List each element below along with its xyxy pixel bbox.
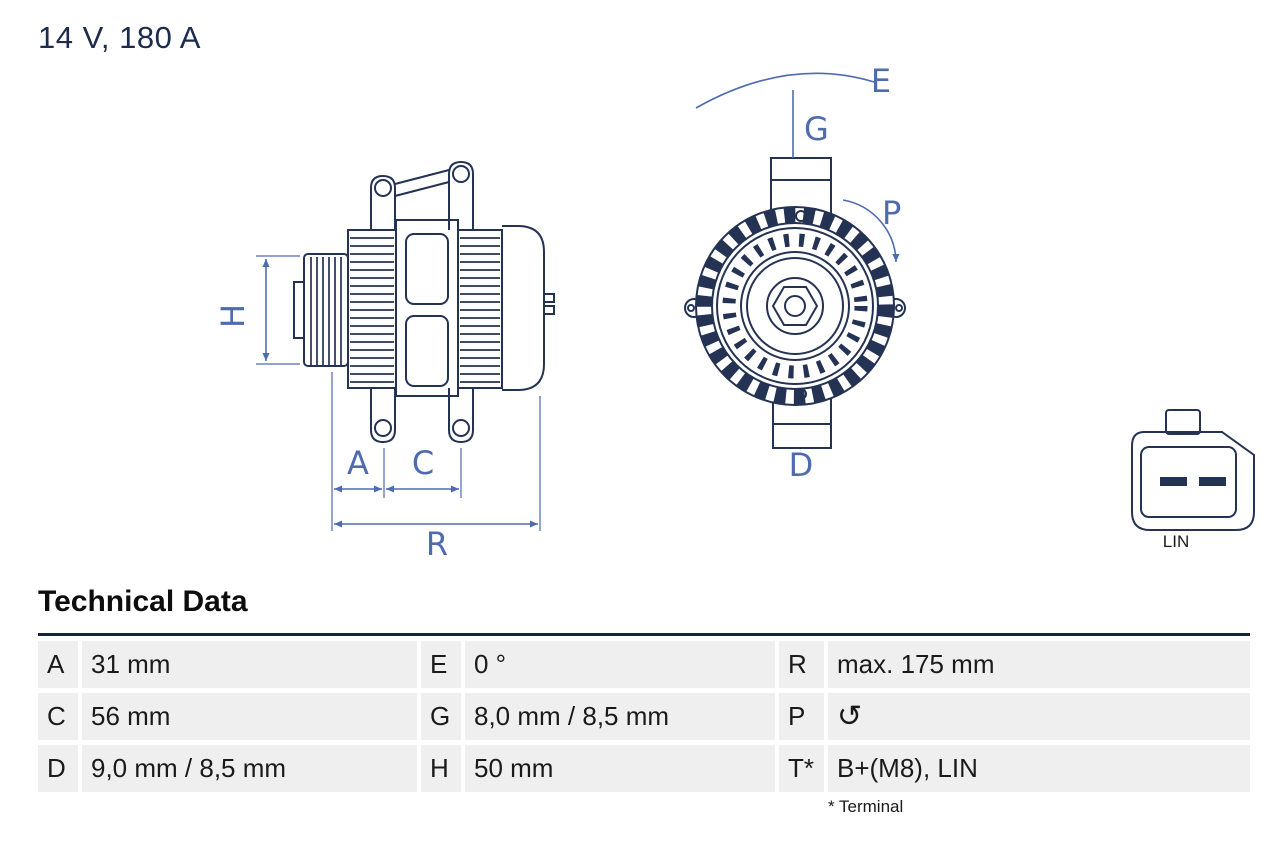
spec-key: G <box>421 693 461 740</box>
spec-key: T* <box>779 745 824 792</box>
dimension-label-a: A <box>347 444 369 482</box>
front-view-annotations: E G P D <box>695 62 901 484</box>
dimension-label-c: C <box>412 444 434 482</box>
connector-pin <box>1199 477 1226 486</box>
spec-value: 9,0 mm / 8,5 mm <box>82 745 417 792</box>
technical-drawing: H A C R <box>214 62 1255 563</box>
dimension-label-h: H <box>214 304 252 328</box>
section-heading: Technical Data <box>38 585 248 618</box>
dimension-label-e: E <box>871 62 891 100</box>
spec-key: C <box>38 693 78 740</box>
spec-value: 31 mm <box>82 641 417 688</box>
spec-value: 8,0 mm / 8,5 mm <box>465 693 775 740</box>
spec-key: D <box>38 745 78 792</box>
spec-key: R <box>779 641 824 688</box>
connector-label: LIN <box>1163 532 1189 551</box>
technical-data-table: A 31 mm E 0 ° R max. 175 mm C 56 mm G 8,… <box>38 633 1250 792</box>
table-row: D 9,0 mm / 8,5 mm H 50 mm T* B+(M8), LIN <box>38 745 1250 792</box>
spec-value: B+(M8), LIN <box>828 745 1250 792</box>
table-row: C 56 mm G 8,0 mm / 8,5 mm P ↺ <box>38 693 1250 740</box>
side-view-dimensions: H A C R <box>214 255 541 563</box>
spec-key: E <box>421 641 461 688</box>
alternator-side-view <box>293 160 555 444</box>
spec-value: 0 ° <box>465 641 775 688</box>
spec-key: A <box>38 641 78 688</box>
alternator-front-view <box>684 157 906 449</box>
spec-value: 56 mm <box>82 693 417 740</box>
voltage-amperage-title: 14 V, 180 A <box>38 20 201 55</box>
terminal-footnote: * Terminal <box>828 797 904 816</box>
spec-key: H <box>421 745 461 792</box>
rotation-direction-icon: ↺ <box>828 693 1250 740</box>
table-row: A 31 mm E 0 ° R max. 175 mm <box>38 641 1250 688</box>
spec-key: P <box>779 693 824 740</box>
lin-connector-diagram: LIN <box>1131 409 1255 551</box>
dimension-label-g: G <box>804 110 829 148</box>
dimension-label-d: D <box>789 446 814 484</box>
dimension-label-r: R <box>426 525 448 563</box>
connector-pin <box>1160 477 1187 486</box>
technical-data-section: Technical Data A 31 mm E 0 ° R max. 175 … <box>0 585 1280 817</box>
spec-value: max. 175 mm <box>828 641 1250 688</box>
spec-value: 50 mm <box>465 745 775 792</box>
dimension-label-p: P <box>882 194 901 232</box>
